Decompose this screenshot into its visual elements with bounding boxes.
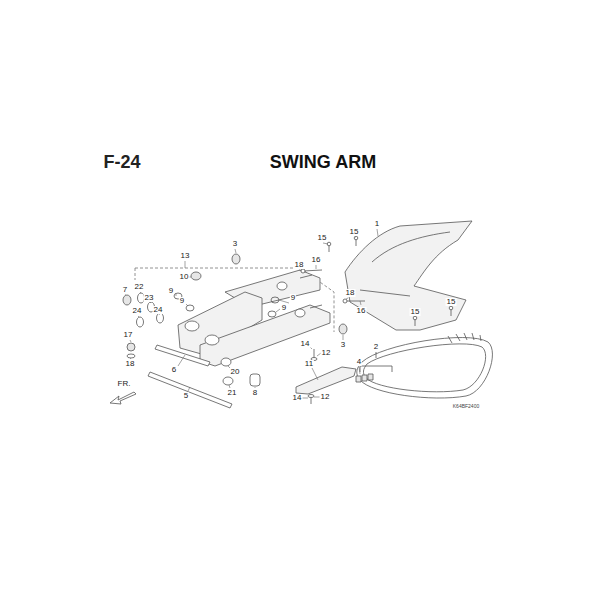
callout-number: 23 — [144, 294, 155, 302]
callout-number: 14 — [300, 340, 311, 348]
callout-number: 15 — [446, 298, 457, 306]
callout-number: 24 — [153, 306, 164, 314]
callout-number: 11 — [304, 360, 314, 368]
callout-number: 9 — [281, 304, 287, 312]
callout-number: 9 — [290, 294, 296, 302]
callout-number: 8 — [252, 389, 258, 397]
callout-number: 22 — [134, 283, 145, 291]
callout-number: 15 — [349, 228, 360, 236]
callout-number: 9 — [168, 287, 174, 295]
callout-number: 20 — [230, 368, 241, 376]
callout-number: 18 — [345, 289, 356, 297]
callout-number: 24 — [132, 307, 143, 315]
callout-number: 1 — [374, 220, 380, 228]
callout-number: 6 — [171, 366, 177, 374]
callout-number: 18 — [294, 261, 305, 269]
callout-number: 12 — [320, 393, 331, 401]
callout-number: 18 — [125, 360, 136, 368]
diagram-title: SWING ARM — [270, 153, 376, 171]
callout-number: 15 — [317, 234, 328, 242]
callout-number: 3 — [340, 341, 346, 349]
callout-number: 4 — [356, 358, 362, 366]
callout-number: 15 — [410, 308, 421, 316]
callout-number: 5 — [183, 392, 189, 400]
callout-number: 21 — [227, 389, 238, 397]
callout-number: 9 — [179, 297, 185, 305]
callout-number: 12 — [321, 349, 332, 357]
callout-number: 14 — [292, 394, 303, 402]
callout-number: 3 — [232, 240, 238, 248]
callout-number: 16 — [311, 256, 322, 264]
figure-code: F-24 — [102, 153, 141, 171]
callout-number: 16 — [356, 307, 367, 315]
callout-number: 17 — [123, 331, 134, 339]
callout-number: 7 — [122, 286, 128, 294]
callout-number: 10 — [179, 273, 190, 281]
front-direction: FR. — [117, 380, 132, 388]
callout-number: 13 — [180, 252, 191, 260]
drawing-code: K64BF2400 — [452, 404, 480, 409]
callout-number: 2 — [373, 343, 379, 351]
